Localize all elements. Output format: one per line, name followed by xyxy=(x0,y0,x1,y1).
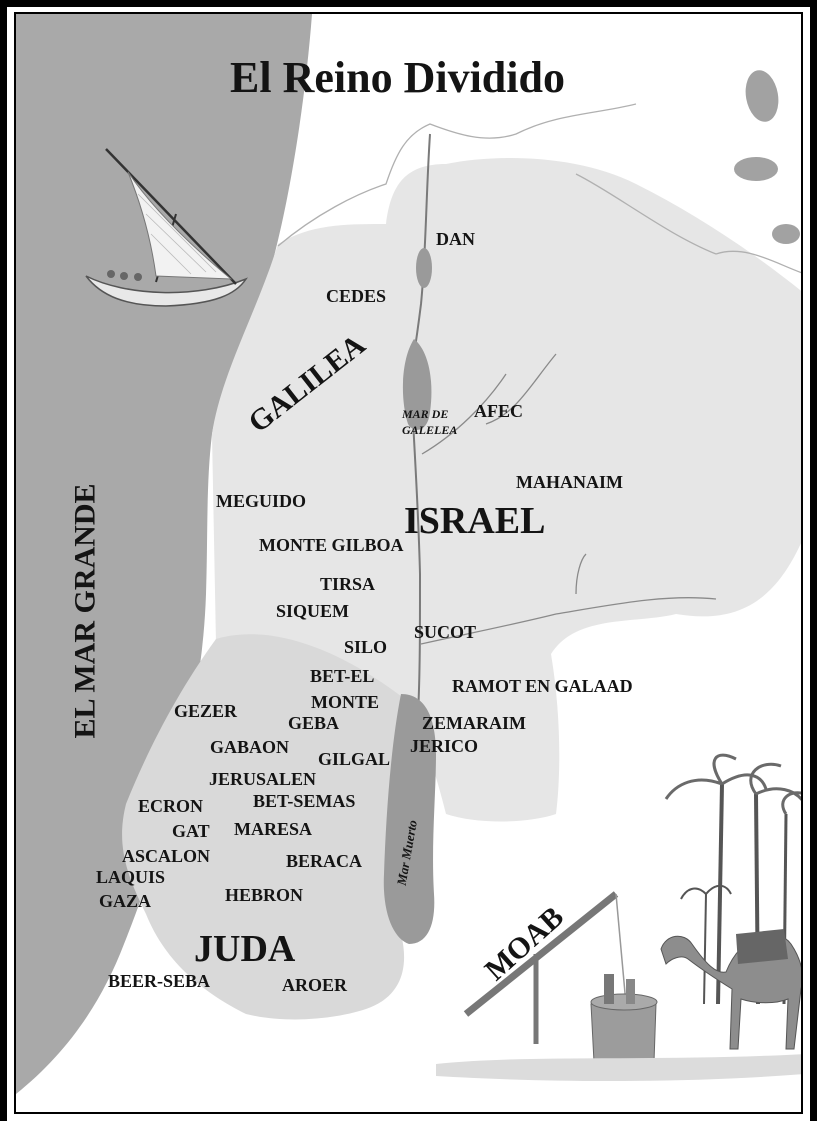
israel-territory xyxy=(212,158,801,822)
tributary-river xyxy=(420,353,717,645)
dead-sea xyxy=(383,694,436,944)
place-label-geba: GEBA xyxy=(288,713,340,733)
place-label-beer-seba: BEER-SEBA xyxy=(108,971,211,991)
place-label-gezer: GEZER xyxy=(174,701,238,721)
map-drawing xyxy=(16,14,801,1094)
region-label-mar-grande: EL MAR GRANDE xyxy=(68,483,102,739)
camel-illustration xyxy=(660,929,801,1050)
water-label-mar-de-galilea: MAR DE GALELEA xyxy=(402,406,457,438)
place-label-jerico: JERICO xyxy=(410,736,479,756)
place-label-maresa: MARESA xyxy=(234,819,313,839)
region-label-juda: JUDA xyxy=(194,928,296,970)
place-label-ecron: ECRON xyxy=(138,796,204,816)
lake-huleh xyxy=(416,248,432,288)
place-label-zemaraim: ZEMARAIM xyxy=(422,713,526,733)
region-label-israel: ISRAEL xyxy=(404,500,546,542)
map-title: El Reino Dividido xyxy=(230,53,565,102)
place-label-gaza: GAZA xyxy=(99,891,152,911)
place-label-meguido: MEGUIDO xyxy=(216,491,306,511)
water-label-line: MAR DE xyxy=(402,407,449,421)
place-label-dan: DAN xyxy=(436,229,475,249)
place-label-cedes: CEDES xyxy=(326,286,387,306)
northern-border xyxy=(277,103,801,274)
place-label-siquem: SIQUEM xyxy=(276,601,350,621)
water-label-line: GALELEA xyxy=(402,423,458,438)
place-label-mahanaim: MAHANAIM xyxy=(516,472,623,492)
juda-territory xyxy=(122,634,411,1020)
well-illustration xyxy=(436,891,801,1081)
place-label-sucot: SUCOT xyxy=(414,622,477,642)
eastern-lake xyxy=(734,157,778,181)
place-label-aroer: AROER xyxy=(282,975,348,995)
eastern-lake xyxy=(772,224,800,244)
place-label-tirsa: TIRSA xyxy=(320,574,376,594)
map-panel: El Reino Dividido ISRAEL JUDA GALILEA MO… xyxy=(14,12,803,1114)
place-label-gilgal: GILGAL xyxy=(318,749,391,769)
eastern-lake xyxy=(745,70,779,122)
place-label-gat: GAT xyxy=(172,821,210,841)
place-label-gabaon: GABAON xyxy=(210,737,290,757)
place-label-jerusalen: JERUSALEN xyxy=(209,769,317,789)
sea-of-galilee xyxy=(402,339,432,430)
place-label-ascalon: ASCALON xyxy=(122,846,211,866)
place-label-bet-semas: BET-SEMAS xyxy=(253,791,356,811)
place-label-monte: MONTE xyxy=(311,692,380,712)
place-label-silo: SILO xyxy=(344,637,388,657)
place-label-laquis: LAQUIS xyxy=(96,867,166,887)
place-label-monte-gilboa: MONTE GILBOA xyxy=(259,535,404,555)
place-label-ramot-en-galaad: RAMOT EN GALAAD xyxy=(452,676,633,696)
ship-illustration xyxy=(85,148,248,307)
place-label-beraca: BERACA xyxy=(286,851,363,871)
place-label-hebron: HEBRON xyxy=(225,885,304,905)
place-label-afec: AFEC xyxy=(474,401,523,421)
place-label-bet-el: BET-EL xyxy=(310,666,375,686)
